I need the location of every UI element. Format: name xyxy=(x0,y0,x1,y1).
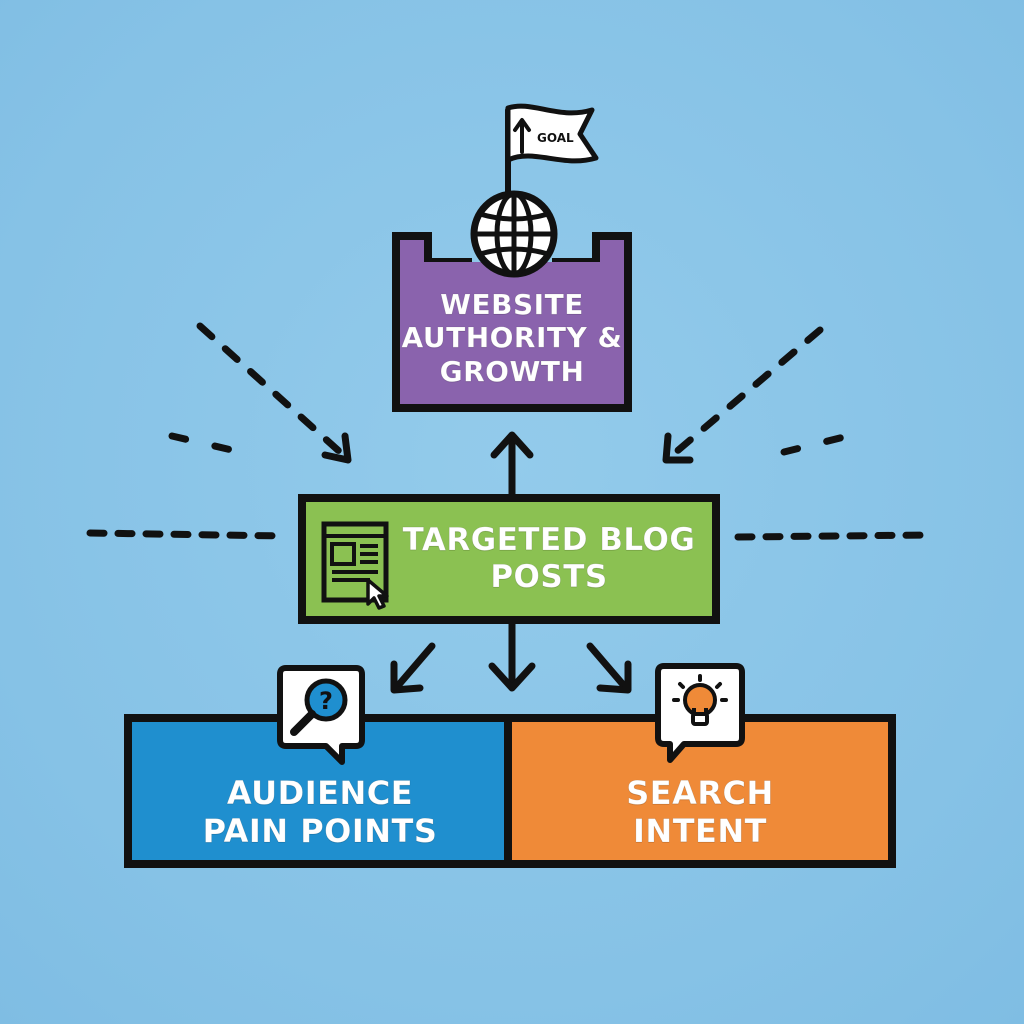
globe-icon xyxy=(470,190,558,278)
arrow-down-center xyxy=(488,620,536,692)
arrow-down-left xyxy=(390,642,436,694)
flag-label: GOAL xyxy=(537,131,574,145)
dashed-line-left xyxy=(86,529,289,540)
dashed-line-mid-right xyxy=(780,432,852,456)
goal-flag-icon xyxy=(505,103,599,203)
search-intent-title: SEARCH INTENT xyxy=(626,774,774,850)
arrow-down-right xyxy=(586,642,632,694)
dashed-line-mid-left xyxy=(168,432,240,455)
svg-text:?: ? xyxy=(319,687,333,715)
lightbulb-icon xyxy=(655,663,745,763)
magnifier-question-icon: ? xyxy=(277,665,365,765)
arrow-up xyxy=(490,431,534,498)
goal-title: WEBSITE AUTHORITY & GROWTH xyxy=(401,288,623,388)
blog-posts-title: TARGETED BLOG POSTS xyxy=(402,522,696,595)
dashed-line-upper-right xyxy=(662,326,824,464)
goal-box: WEBSITE AUTHORITY & GROWTH xyxy=(392,262,632,412)
dashed-line-upper-left xyxy=(196,322,352,464)
blog-page-cursor-icon xyxy=(321,521,389,610)
dashed-line-right xyxy=(734,531,936,541)
audience-pain-points-title: AUDIENCE PAIN POINTS xyxy=(202,774,438,850)
